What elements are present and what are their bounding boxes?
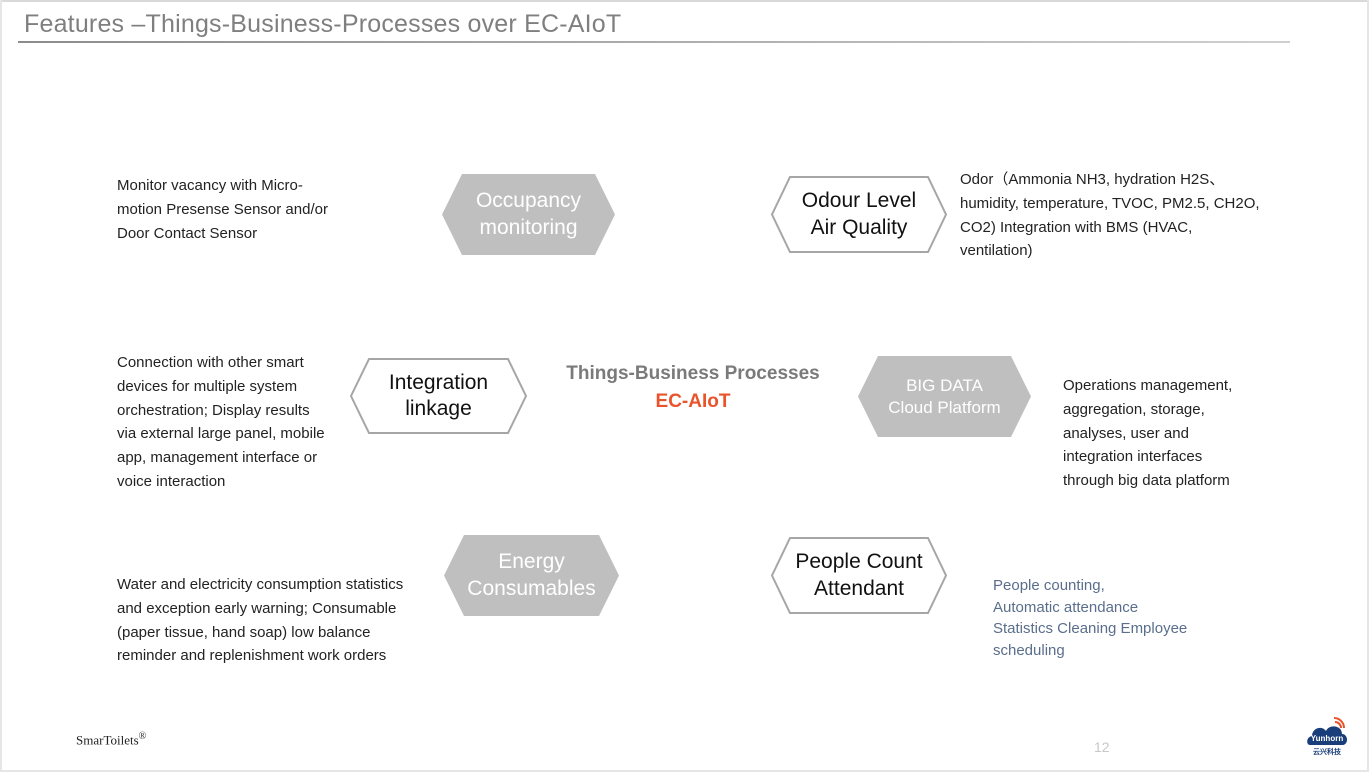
slide-border bbox=[0, 770, 1369, 772]
people-count-label-line1: People Count bbox=[795, 550, 923, 574]
integration-label-line1: Integration bbox=[388, 370, 489, 394]
people-count-label-line2: Attendant bbox=[814, 576, 904, 600]
energy-label-line2: Consumables bbox=[467, 576, 596, 600]
occupancy-label-line1: Occupancy bbox=[475, 189, 582, 213]
slide-border bbox=[0, 0, 2, 772]
center-title: Things-Business Processes bbox=[566, 363, 820, 384]
odour-label-line1: Odour Level bbox=[801, 189, 917, 213]
slide-border bbox=[0, 0, 1369, 2]
center-subtitle: EC-AIoT bbox=[655, 391, 731, 412]
logo-chinese-text: 云兴科技 bbox=[1313, 749, 1341, 756]
slide-title: Features –Things-Business-Processes over… bbox=[24, 10, 622, 38]
people-count-hexagon: People Count Attendant bbox=[771, 537, 947, 614]
bigdata-label-line2: Cloud Platform bbox=[888, 397, 1001, 417]
integration-hexagon: Integration linkage bbox=[350, 358, 527, 434]
energy-hexagon: Energy Consumables bbox=[444, 535, 619, 616]
integration-label-line2: linkage bbox=[405, 397, 472, 420]
cloud-logo-icon bbox=[1307, 717, 1348, 745]
title-divider bbox=[18, 41, 1290, 43]
brand-name: SmarToilets® bbox=[76, 731, 147, 748]
bigdata-description: Operations management, aggregation, stor… bbox=[1063, 377, 1233, 490]
company-logo: Yunhorn 云兴科技 bbox=[1304, 713, 1350, 759]
occupancy-hexagon: Occupancy monitoring bbox=[442, 174, 615, 255]
energy-label-line1: Energy bbox=[498, 550, 565, 574]
logo-text: Yunhorn bbox=[1310, 734, 1344, 743]
bigdata-label-line1: BIG DATA bbox=[906, 376, 983, 396]
integration-description: Connection with other smart devices for … bbox=[117, 354, 325, 490]
page-number: 12 bbox=[1094, 739, 1110, 755]
odour-label-line2: Air Quality bbox=[810, 215, 908, 239]
odour-description: Odor（Ammonia NH3, hydration H2S、 humidit… bbox=[960, 171, 1260, 260]
occupancy-label-line2: monitoring bbox=[479, 215, 578, 239]
people-count-description: People counting, Automatic attendance St… bbox=[993, 577, 1188, 659]
bigdata-hexagon: BIG DATA Cloud Platform bbox=[858, 356, 1031, 437]
odour-hexagon: Odour Level Air Quality bbox=[771, 176, 947, 253]
energy-description: Water and electricity consumption statis… bbox=[117, 576, 404, 665]
occupancy-description: Monitor vacancy with Micro- motion Prese… bbox=[117, 177, 328, 242]
slide-border bbox=[1367, 0, 1369, 772]
